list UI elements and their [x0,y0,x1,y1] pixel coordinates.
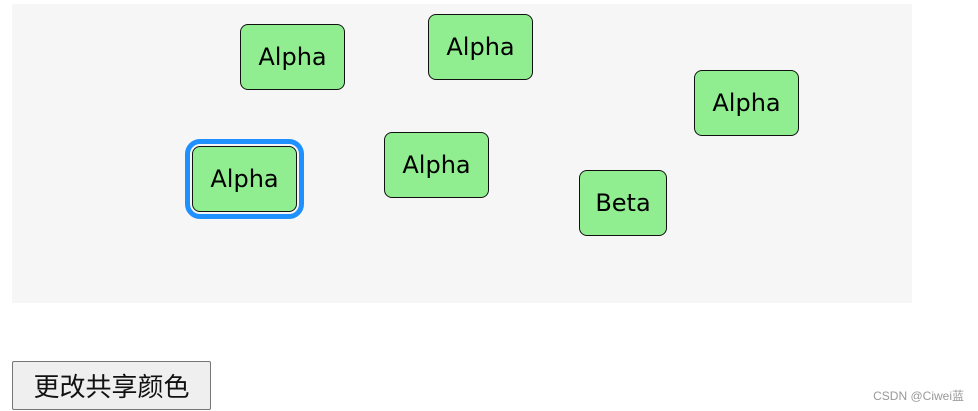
node-alpha-2[interactable]: Alpha [428,14,533,80]
node-alpha-5[interactable]: Alpha [384,132,489,198]
change-shared-color-button[interactable]: 更改共享颜色 [12,361,211,410]
node-label: Alpha [258,43,327,71]
node-label: Alpha [712,89,781,117]
node-beta[interactable]: Beta [579,170,667,236]
node-alpha-selected[interactable]: Alpha [185,139,304,219]
node-label: Alpha [210,165,279,193]
node-label: Alpha [402,151,471,179]
watermark-text: CSDN @Ciwei蓝 [873,389,964,403]
graph-canvas[interactable]: Alpha Alpha Alpha Alpha Alpha Beta [12,4,912,303]
node-label: Alpha [446,33,515,61]
node-alpha-1[interactable]: Alpha [240,24,345,90]
node-alpha-3[interactable]: Alpha [694,70,799,136]
node-label: Beta [595,189,651,217]
